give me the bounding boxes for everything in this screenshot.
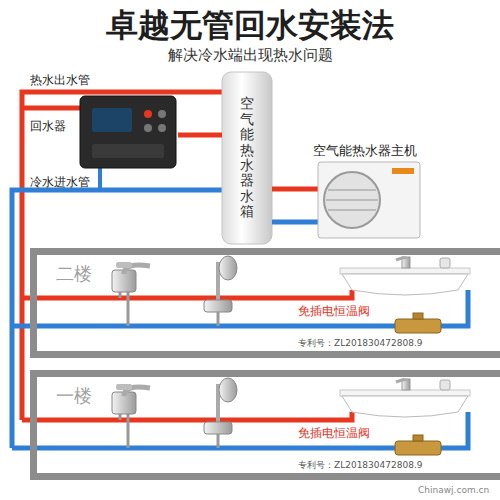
tank-node: 空气能热水器水箱: [222, 72, 272, 244]
subtitle: 解决冷水端出现热水问题: [0, 46, 500, 65]
floor-band: 二楼: [30, 248, 500, 358]
valve-label: 免插电恒温阀: [298, 425, 370, 442]
pipe-connector: [178, 133, 222, 138]
floor-band: 一楼: [30, 370, 500, 480]
device-button: [158, 124, 166, 132]
device-button: [144, 124, 152, 132]
fan-grille: [326, 190, 378, 210]
water-tank: [222, 72, 272, 244]
pipe-label: 热水出水管: [30, 72, 90, 89]
device-button: [158, 110, 166, 118]
title: 卓越无管回水安装法: [0, 4, 500, 48]
pipe-label: 冷水进水管: [30, 174, 90, 191]
recirculator-node: 回水器: [28, 100, 178, 170]
device-button: [144, 110, 152, 118]
pipe-connector: [272, 187, 300, 192]
outdoor-unit-node: 空气能热水器主机: [300, 138, 430, 240]
node-text: 二楼: [56, 262, 500, 286]
patent-number: 专利号：ZL201830472808.9: [298, 337, 422, 350]
unit-logo: [392, 168, 414, 174]
node-text: 空气能热水器水箱: [240, 96, 254, 219]
device-cold-stub: [98, 168, 102, 190]
unit-cold-pipe: [272, 220, 318, 225]
device-screen: [92, 108, 132, 132]
node-text: 回水器: [30, 118, 178, 135]
valve-label: 免插电恒温阀: [298, 303, 370, 320]
node-text: 一楼: [56, 384, 500, 408]
recirculator-device: [80, 96, 176, 168]
return-pipe: [22, 106, 80, 111]
watermark: Chinawj.com.cn: [418, 485, 489, 495]
patent-number: 专利号：ZL201830472808.9: [298, 459, 422, 472]
node-text: 空气能热水器主机: [300, 142, 430, 160]
outdoor-unit: [318, 162, 420, 238]
unit-hot-stub: [300, 187, 318, 192]
device-panel: [92, 144, 164, 158]
unit-fan: [324, 172, 380, 228]
